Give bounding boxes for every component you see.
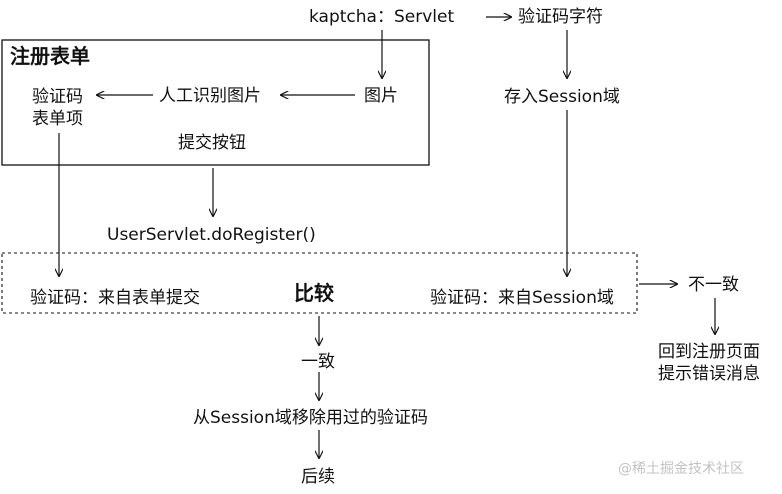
node-captcha-form-item: 验证码 表单项 [32, 86, 83, 130]
node-kaptcha: kaptcha：Servlet [309, 7, 455, 27]
node-human-recognize: 人工识别图片 [159, 86, 261, 106]
back-line2: 提示错误消息 [658, 364, 760, 384]
node-captcha-from-form: 验证码：来自表单提交 [30, 288, 200, 308]
register-form-title: 注册表单 [10, 44, 90, 68]
node-image: 图片 [364, 86, 398, 106]
node-captcha-string: 验证码字符 [518, 7, 603, 27]
node-compare: 比较 [294, 281, 334, 305]
back-line1: 回到注册页面 [658, 342, 760, 362]
node-back-to-register: 回到注册页面 提示错误消息 [658, 341, 760, 385]
node-captcha-from-session: 验证码：来自Session域 [430, 288, 614, 308]
node-submit-button: 提交按钮 [178, 133, 246, 153]
node-save-session: 存入Session域 [504, 87, 620, 107]
node-followup: 后续 [301, 467, 335, 487]
node-consistent: 一致 [301, 352, 335, 372]
captcha-form-item-line1: 验证码 [32, 87, 83, 107]
watermark-text: @稀土掘金技术社区 [618, 461, 744, 477]
register-form-box [1, 39, 430, 166]
node-do-register: UserServlet.doRegister() [107, 225, 316, 245]
node-inconsistent: 不一致 [688, 275, 739, 295]
node-remove-used: 从Session域移除用过的验证码 [193, 408, 428, 428]
captcha-form-item-line2: 表单项 [32, 109, 83, 129]
